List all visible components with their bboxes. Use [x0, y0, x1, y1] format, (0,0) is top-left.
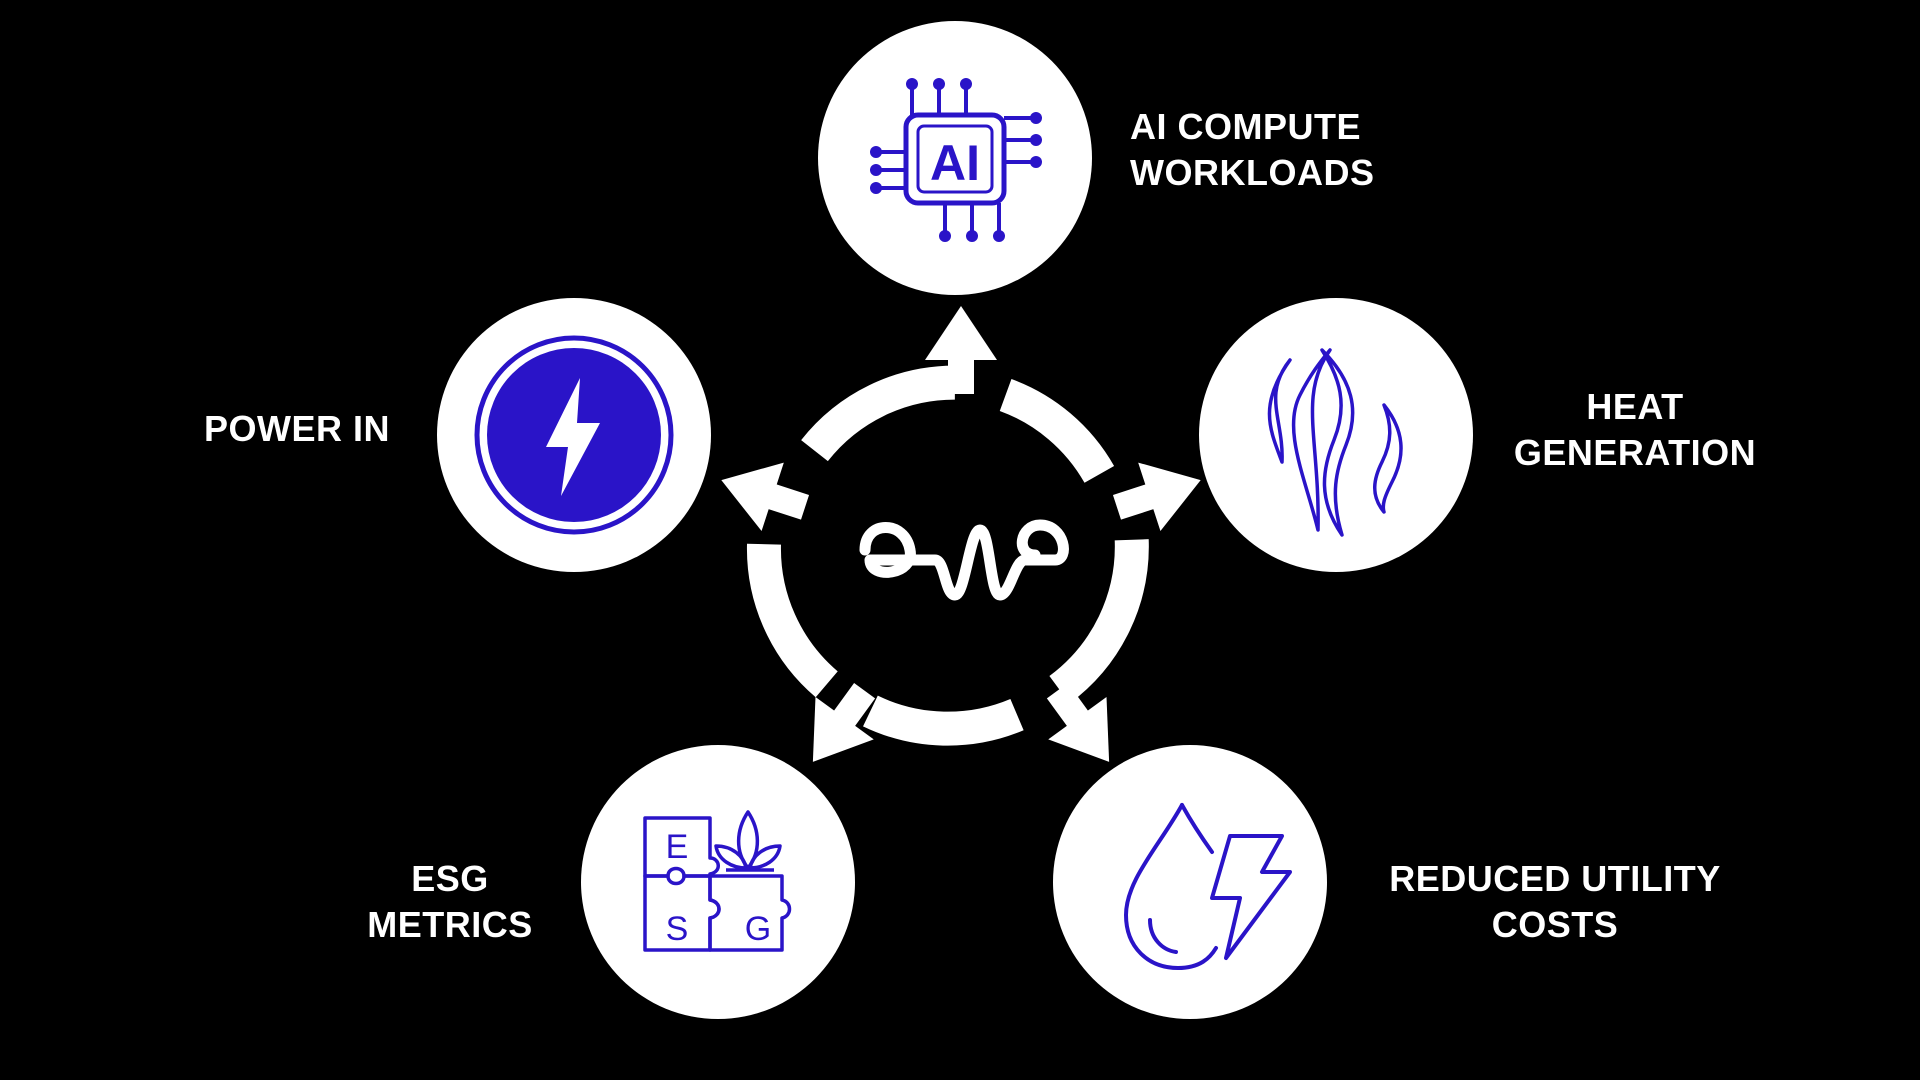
label-line: COSTS	[1491, 904, 1619, 945]
label-line: POWER IN	[203, 408, 390, 449]
arrow-to-heat-generation	[1112, 462, 1201, 532]
central-ring	[721, 306, 1201, 762]
label-line: WORKLOADS	[1130, 152, 1375, 193]
label-ai-compute: AI COMPUTE WORKLOADS	[1130, 104, 1374, 196]
esg-letter-g: G	[745, 910, 771, 948]
wave-logo-icon	[859, 519, 1069, 601]
lightning-bolt-icon	[474, 335, 674, 535]
ai-chip-text: AI	[930, 135, 980, 191]
heat-waves-icon	[1267, 348, 1403, 537]
label-power-in: POWER IN	[150, 406, 390, 452]
ai-chip-icon: AI	[870, 78, 1042, 242]
esg-letter-s: S	[666, 910, 689, 948]
label-line: REDUCED UTILITY	[1389, 858, 1721, 899]
water-drop-lightning-icon	[1124, 803, 1292, 970]
ring-segment	[863, 695, 1024, 746]
ring-segment	[801, 365, 956, 462]
node-power-in	[437, 298, 711, 572]
esg-letter-e: E	[666, 828, 689, 866]
label-line: GENERATION	[1513, 432, 1757, 473]
label-line: ESG	[411, 858, 489, 899]
arrow-to-power-in	[721, 462, 810, 532]
arrow-to-reduced-utility-costs	[1046, 683, 1110, 762]
label-reduced-utility-costs: REDUCED UTILITY COSTS	[1370, 856, 1740, 948]
ring-segment	[746, 543, 838, 698]
node-heat-generation	[1199, 298, 1473, 572]
node-ai-compute: AI	[818, 21, 1092, 295]
label-heat-generation: HEAT GENERATION	[1500, 384, 1770, 476]
label-line: AI COMPUTE	[1130, 106, 1362, 147]
arrow-to-ai-compute	[925, 306, 997, 394]
label-line: HEAT	[1586, 386, 1684, 427]
ring-segment	[1049, 539, 1149, 704]
esg-puzzle-leaf-icon	[643, 810, 792, 952]
label-esg-metrics: ESG METRICS	[340, 856, 560, 948]
label-line: METRICS	[367, 904, 533, 945]
ring-segment	[999, 379, 1115, 484]
arrow-to-esg-metrics	[812, 683, 876, 762]
node-esg-metrics: E S G	[581, 745, 855, 1019]
node-reduced-utility-costs	[1053, 745, 1327, 1019]
